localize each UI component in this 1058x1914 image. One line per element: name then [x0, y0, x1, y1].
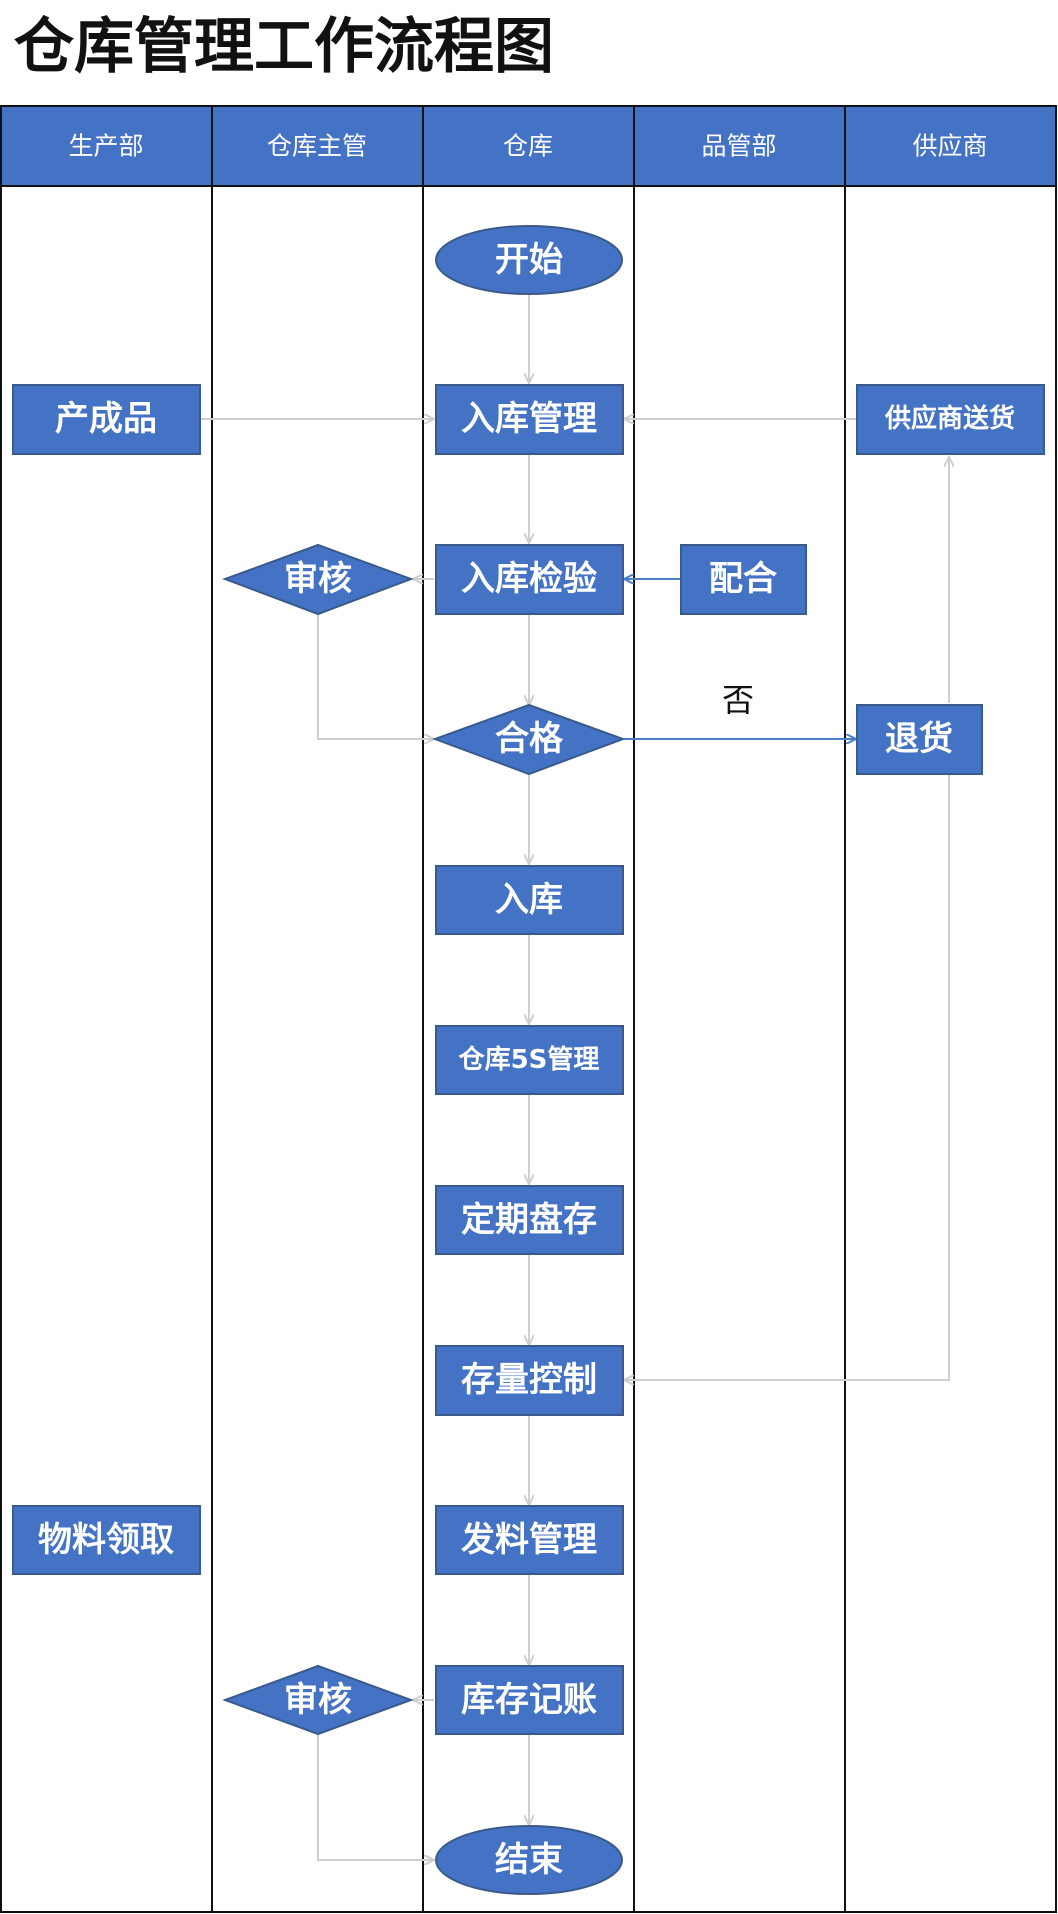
return-goods-node: 退货	[856, 704, 983, 775]
warehouse-5s-label: 仓库5S管理	[458, 1044, 600, 1075]
inventory-accounting-label: 库存记账	[461, 1680, 597, 1720]
qualified-decision-node: 合格	[432, 703, 626, 776]
page-title: 仓库管理工作流程图	[14, 12, 554, 82]
lane-header-production: 生产部	[68, 132, 143, 161]
cooperate-node: 配合	[680, 544, 807, 615]
stock-control-label: 存量控制	[461, 1360, 597, 1400]
review-node-1-label: 审核	[284, 559, 352, 599]
supplier-delivery-node: 供应商送货	[856, 384, 1045, 455]
inbound-management-node: 入库管理	[435, 384, 624, 455]
stock-control-node: 存量控制	[435, 1345, 624, 1416]
lane-header-supplier: 供应商	[912, 132, 987, 161]
swimlane-frame	[0, 105, 1057, 1913]
finished-product-node: 产成品	[12, 384, 201, 455]
edge-label-no: 否	[722, 681, 754, 719]
periodic-inventory-label: 定期盘存	[461, 1200, 597, 1240]
end-node: 结束	[435, 1825, 623, 1895]
connector	[317, 614, 434, 739]
start-node: 开始	[435, 225, 623, 295]
review-node-2-label: 审核	[284, 1680, 352, 1720]
inbound-management-label: 入库管理	[461, 399, 597, 439]
lane-header-band	[1, 106, 1056, 186]
cooperate-label: 配合	[709, 559, 777, 599]
material-requisition-node: 物料领取	[12, 1505, 201, 1575]
issue-management-label: 发料管理	[461, 1520, 597, 1560]
warehouse-5s-node: 仓库5S管理	[435, 1025, 624, 1095]
inbound-inspection-label: 入库检验	[461, 559, 597, 599]
periodic-inventory-node: 定期盘存	[435, 1185, 624, 1255]
finished-product-label: 产成品	[55, 399, 157, 439]
lane-header-warehouse: 仓库	[503, 132, 553, 161]
issue-management-node: 发料管理	[435, 1505, 624, 1575]
stock-in-label: 入库	[495, 880, 563, 920]
start-node-label: 开始	[495, 240, 563, 280]
supplier-delivery-label: 供应商送货	[884, 403, 1015, 434]
inbound-inspection-node: 入库检验	[435, 544, 624, 615]
stock-in-node: 入库	[435, 865, 624, 935]
return-goods-label: 退货	[885, 719, 953, 759]
review-node-1: 审核	[222, 543, 414, 616]
connector	[624, 775, 950, 1380]
review-node-2: 审核	[222, 1664, 414, 1736]
material-requisition-label: 物料领取	[38, 1520, 174, 1560]
connector	[317, 1735, 434, 1860]
lane-header-quality: 品管部	[701, 132, 776, 161]
inventory-accounting-node: 库存记账	[435, 1665, 624, 1735]
lane-header-warehouse-supervisor: 仓库主管	[267, 132, 367, 161]
end-node-label: 结束	[495, 1840, 563, 1880]
qualified-decision-label: 合格	[495, 719, 564, 759]
